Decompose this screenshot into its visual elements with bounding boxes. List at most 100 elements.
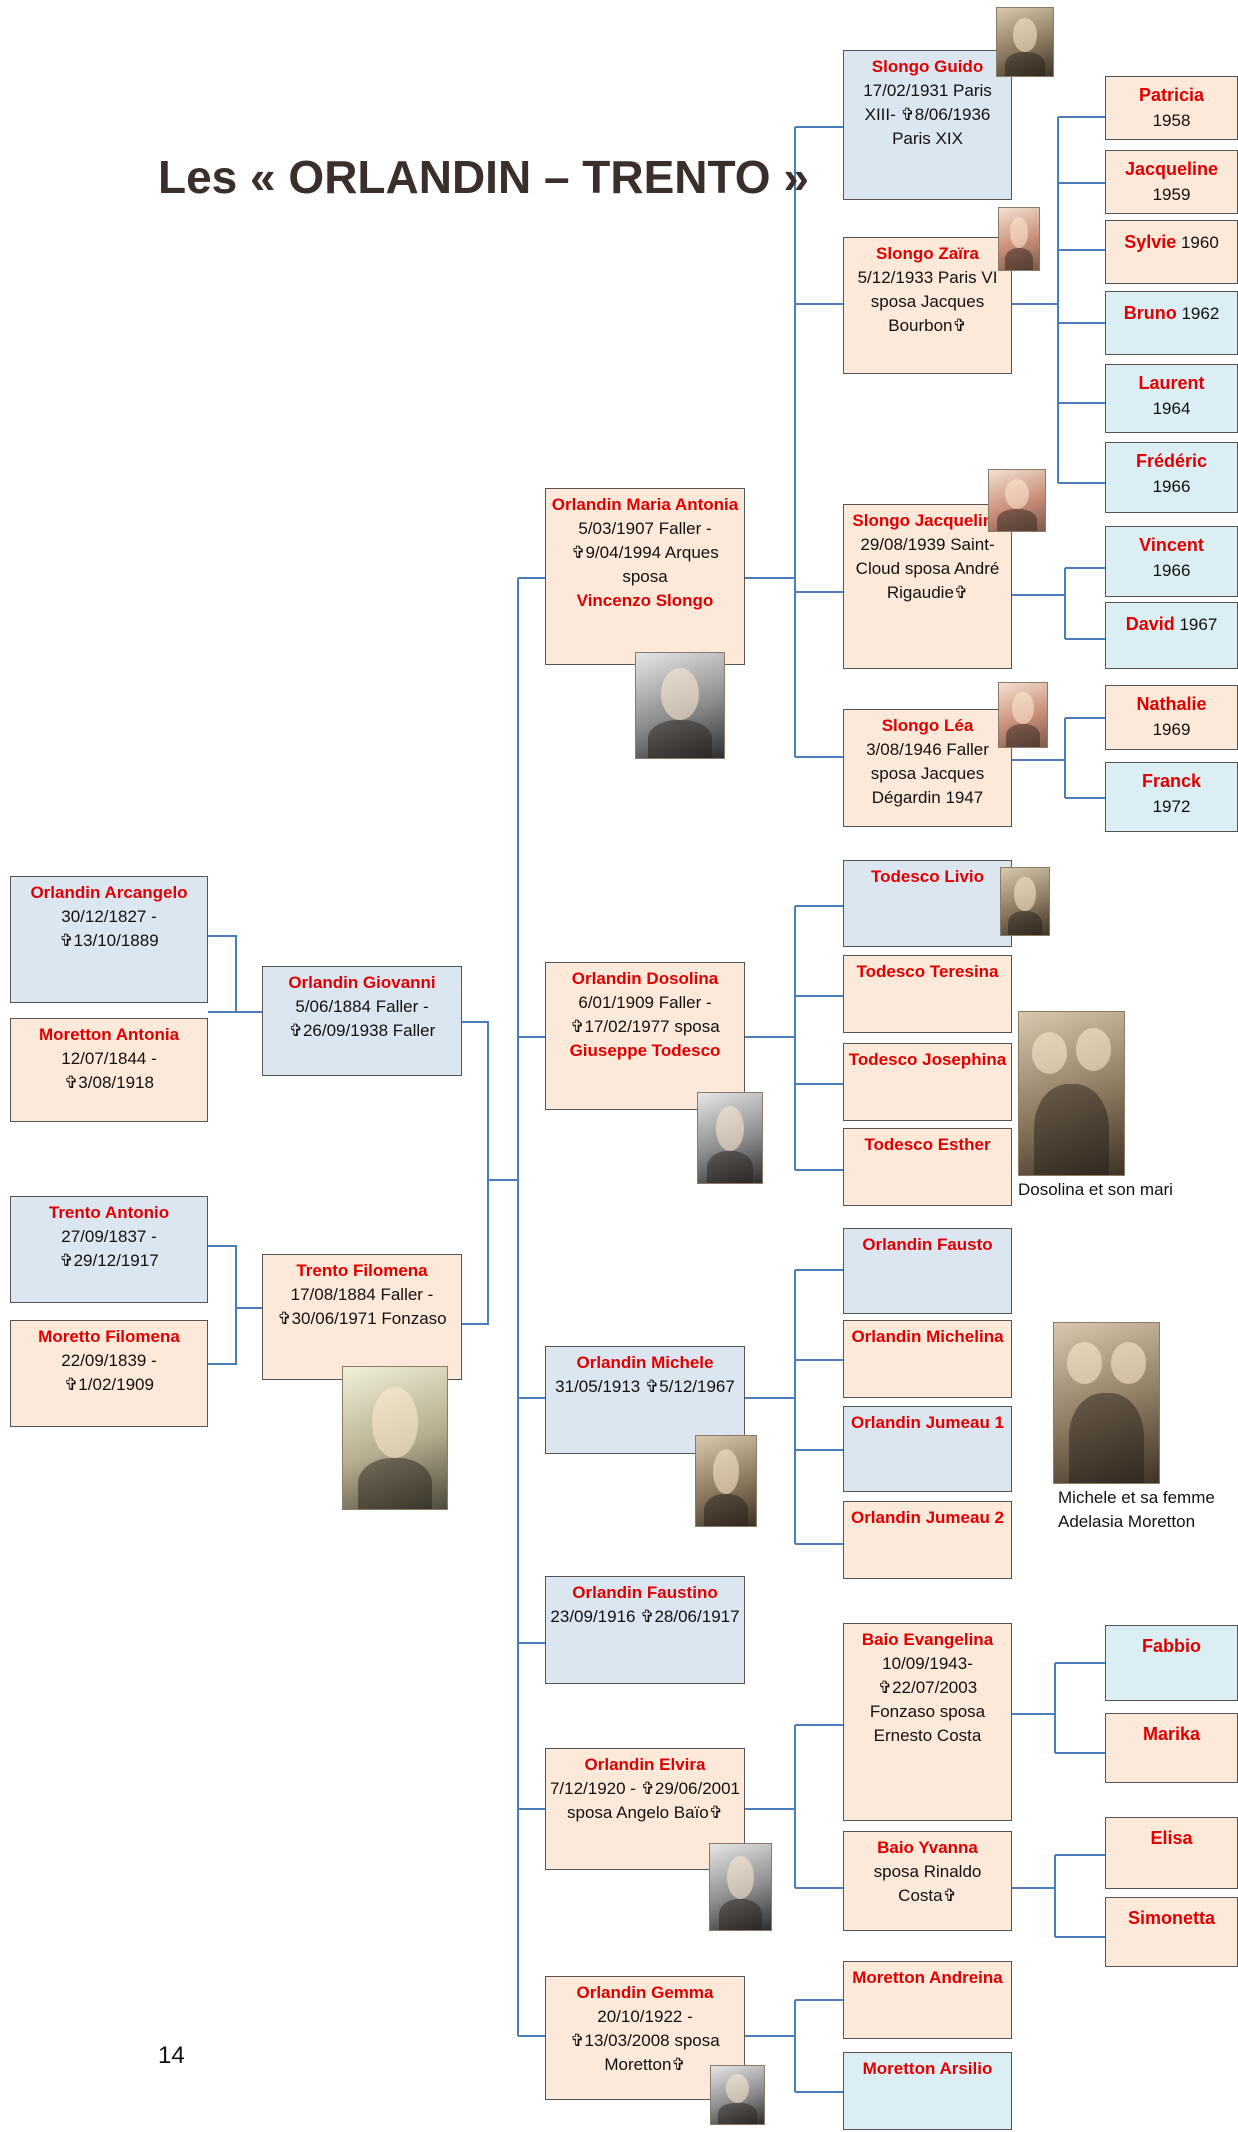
person-name: Todesco Teresina: [856, 962, 999, 981]
person-name: Orlandin Dosolina: [571, 969, 719, 988]
person-baio-evangelina: Baio Evangelina 10/09/1943- ✞22/07/2003 …: [843, 1623, 1012, 1821]
person-dates: 22/09/1839 - ✞1/02/1909: [61, 1351, 157, 1394]
person-name: Orlandin Fausto: [862, 1235, 993, 1254]
person-orlandin-maria-antonia: Orlandin Maria Antonia 5/03/1907 Faller …: [545, 488, 745, 665]
person-name: Fabbio: [1142, 1636, 1201, 1656]
person-name: Vincent: [1139, 535, 1204, 555]
person-dates: 31/05/1913 ✞5/12/1967: [555, 1377, 735, 1396]
person-laurent: Laurent 1964: [1105, 364, 1238, 433]
page-title: Les « ORLANDIN – TRENTO »: [158, 151, 809, 203]
person-year: 1969: [1152, 720, 1191, 739]
person-year: 1966: [1152, 477, 1191, 496]
person-year: 1960: [1180, 233, 1219, 252]
person-moretto-filomena: Moretto Filomena 22/09/1839 - ✞1/02/1909: [10, 1320, 208, 1427]
photo-caption: Michele et sa femme Adelasia Moretton: [1058, 1488, 1215, 1531]
person-dates: 12/07/1844 - ✞3/08/1918: [61, 1049, 157, 1092]
person-name: Orlandin Elvira: [584, 1755, 706, 1774]
person-dates: 6/01/1909 Faller - ✞17/02/1977 sposa: [570, 993, 720, 1036]
spouse-name: Giuseppe Todesco: [569, 1041, 721, 1060]
person-simonetta: Simonetta: [1105, 1897, 1238, 1967]
person-name: Todesco Josephina: [848, 1050, 1007, 1069]
person-name: Nathalie: [1136, 694, 1207, 714]
person-todesco-livio: Todesco Livio: [843, 860, 1012, 947]
page-number: 14: [158, 2042, 185, 2069]
person-dates: 29/08/1939 Saint-Cloud sposa André Rigau…: [855, 535, 1000, 602]
person-orlandin-giovanni: Orlandin Giovanni 5/06/1884 Faller - ✞26…: [262, 966, 462, 1076]
portrait-photo: [710, 2065, 765, 2125]
person-frederic: Frédéric 1966: [1105, 442, 1238, 513]
person-name: Trento Filomena: [296, 1261, 428, 1280]
person-name: Todesco Livio: [870, 867, 985, 886]
person-orlandin-faustino: Orlandin Faustino 23/09/1916 ✞28/06/1917: [545, 1576, 745, 1684]
person-nathalie: Nathalie 1969: [1105, 685, 1238, 750]
person-dates: 5/03/1907 Faller - ✞9/04/1994 Arques spo…: [571, 519, 719, 586]
person-marika: Marika: [1105, 1713, 1238, 1783]
person-name: Todesco Esther: [864, 1135, 991, 1154]
person-name: Orlandin Michele: [576, 1353, 714, 1372]
spouse-name: Vincenzo Slongo: [576, 591, 714, 610]
person-name: Sylvie: [1124, 232, 1177, 252]
person-name: Orlandin Faustino: [572, 1583, 718, 1602]
person-name: Slongo Léa: [881, 716, 974, 735]
person-name: Simonetta: [1127, 1908, 1215, 1928]
person-patricia: Patricia 1958: [1105, 76, 1238, 140]
person-name: Franck: [1141, 771, 1202, 791]
person-name: Baio Evangelina: [861, 1630, 994, 1649]
portrait-photo: [709, 1843, 772, 1931]
person-elisa: Elisa: [1105, 1817, 1238, 1889]
person-orlandin-dosolina: Orlandin Dosolina 6/01/1909 Faller - ✞17…: [545, 962, 745, 1110]
person-dates: 5/12/1933 Paris VI sposa Jacques Bourbon…: [857, 268, 998, 335]
portrait-photo: [996, 7, 1054, 77]
person-name: Orlandin Jumeau 2: [850, 1508, 1005, 1527]
person-slongo-zaira: Slongo Zaïra 5/12/1933 Paris VI sposa Ja…: [843, 237, 1012, 374]
person-fabbio: Fabbio: [1105, 1625, 1238, 1701]
person-dates: sposa Rinaldo Costa✞: [873, 1862, 982, 1905]
person-slongo-jacqueline: Slongo Jacqueline 29/08/1939 Saint-Cloud…: [843, 504, 1012, 669]
person-name: Moretton Antonia: [38, 1025, 180, 1044]
person-moretton-antonia: Moretton Antonia 12/07/1844 - ✞3/08/1918: [10, 1018, 208, 1122]
person-dates: 30/12/1827 - ✞13/10/1889: [59, 907, 159, 950]
couple-photo: [1018, 1011, 1125, 1176]
person-franck: Franck 1972: [1105, 762, 1238, 832]
person-trento-filomena: Trento Filomena 17/08/1884 Faller - ✞30/…: [262, 1254, 462, 1380]
person-year: 1967: [1179, 615, 1218, 634]
person-name: Slongo Zaïra: [876, 244, 979, 263]
person-name: Moretto Filomena: [38, 1327, 180, 1346]
portrait-photo: [695, 1435, 757, 1527]
person-sylvie: Sylvie 1960: [1105, 220, 1238, 284]
person-orlandin-arcangelo: Orlandin Arcangelo 30/12/1827 - ✞13/10/1…: [10, 876, 208, 1003]
portrait-photo: [342, 1366, 448, 1510]
person-dates: 23/09/1916 ✞28/06/1917: [550, 1607, 740, 1626]
person-orlandin-michele: Orlandin Michele 31/05/1913 ✞5/12/1967: [545, 1346, 745, 1454]
person-vincent: Vincent 1966: [1105, 526, 1238, 597]
person-name: David: [1125, 614, 1175, 634]
person-moretton-andreina: Moretton Andreina: [843, 1961, 1012, 2039]
person-moretton-arsilio: Moretton Arsilio: [843, 2052, 1012, 2130]
person-baio-yvanna: Baio Yvanna sposa Rinaldo Costa✞: [843, 1831, 1012, 1931]
person-jacqueline: Jacqueline 1959: [1105, 150, 1238, 214]
person-year: 1959: [1152, 185, 1191, 204]
person-name: Patricia: [1138, 85, 1205, 105]
person-year: 1964: [1152, 399, 1191, 418]
portrait-photo: [988, 469, 1046, 532]
person-slongo-guido: Slongo Guido 17/02/1931 Paris XIII- ✞8/0…: [843, 50, 1012, 200]
person-name: Orlandin Arcangelo: [30, 883, 188, 902]
person-trento-antonio: Trento Antonio 27/09/1837 - ✞29/12/1917: [10, 1196, 208, 1303]
person-dates: 5/06/1884 Faller - ✞26/09/1938 Faller: [288, 997, 436, 1040]
portrait-photo: [697, 1092, 763, 1184]
person-orlandin-jumeau-1: Orlandin Jumeau 1: [843, 1406, 1012, 1492]
person-dates: 3/08/1946 Faller sposa Jacques Dégardin …: [866, 740, 989, 807]
person-name: Slongo Jacqueline: [852, 511, 1003, 530]
person-todesco-esther: Todesco Esther: [843, 1128, 1012, 1206]
person-name: Bruno: [1123, 303, 1177, 323]
portrait-photo: [998, 207, 1040, 271]
person-todesco-teresina: Todesco Teresina: [843, 955, 1012, 1033]
person-year: 1962: [1181, 304, 1220, 323]
person-name: Orlandin Jumeau 1: [850, 1413, 1005, 1432]
person-name: Moretton Arsilio: [862, 2059, 993, 2078]
person-dates: 10/09/1943- ✞22/07/2003 Fonzaso sposa Er…: [869, 1654, 986, 1745]
person-david: David 1967: [1105, 602, 1238, 669]
person-name: Elisa: [1150, 1828, 1193, 1848]
person-orlandin-michelina: Orlandin Michelina: [843, 1320, 1012, 1398]
person-name: Orlandin Giovanni: [288, 973, 436, 992]
